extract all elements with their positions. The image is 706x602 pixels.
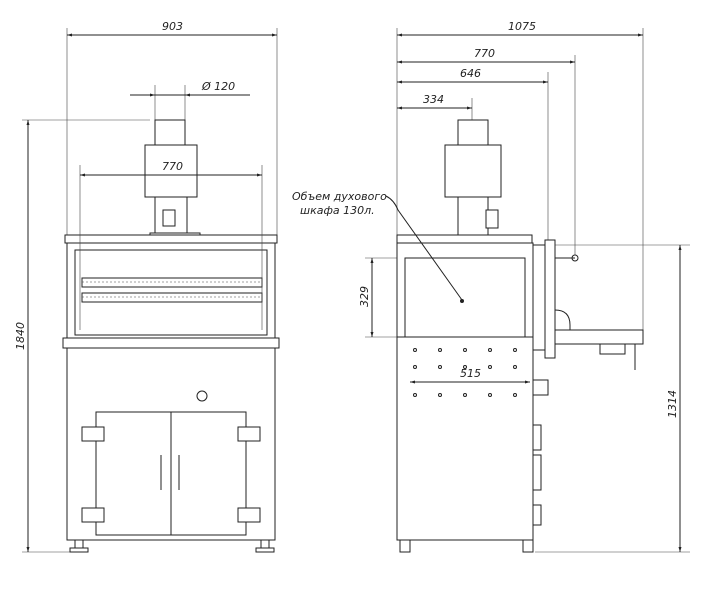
dim-depth-646-label: 646	[460, 67, 481, 80]
dim-height-label: 1840	[14, 322, 27, 350]
dim-depth-total-label: 1075	[508, 20, 536, 33]
vent-holes	[413, 348, 517, 397]
front-view: 903 Ø 120 1840	[14, 20, 280, 553]
oven-volume-note-line1: Объем духового	[292, 190, 387, 203]
dim-width-label: 903	[162, 20, 183, 33]
dim-counter-height-label: 1314	[666, 390, 679, 418]
overlay-dimensions: 770 515	[79, 160, 530, 384]
dim-oven-depth-label: 515	[460, 367, 481, 380]
dim-depth-770-label: 770	[474, 47, 495, 60]
dim-chimney-diameter-label: Ø 120	[201, 80, 235, 93]
dim-depth-334-label: 334	[423, 93, 444, 106]
dim-oven-height-label: 329	[358, 286, 371, 307]
dim-inner-width-label: 770	[162, 160, 183, 173]
oven-volume-note-line2: шкафа 130л.	[300, 204, 375, 217]
side-view: 1075 770 646 334 329 1314 Объем духового…	[292, 20, 690, 553]
